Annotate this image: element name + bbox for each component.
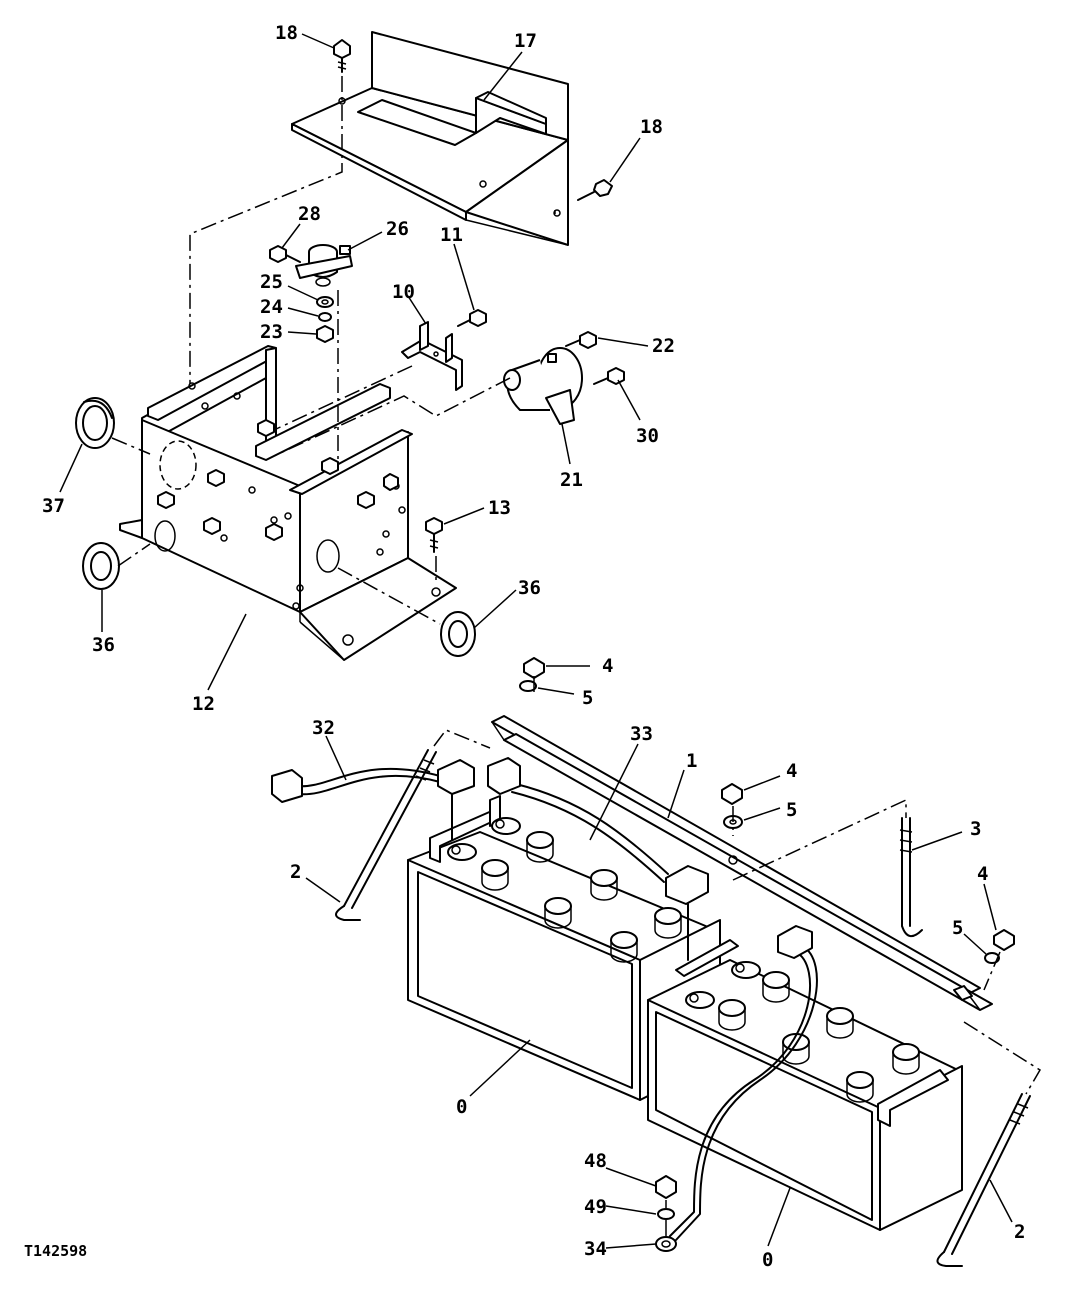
cable-34 bbox=[655, 925, 818, 1252]
callout-37: 37 bbox=[42, 495, 65, 517]
terminal-clamps-front bbox=[685, 961, 761, 1009]
callout-26: 26 bbox=[386, 218, 409, 240]
callout-34: 34 bbox=[584, 1238, 607, 1260]
callout-22: 22 bbox=[652, 335, 675, 357]
terminal-clamps-rear bbox=[447, 817, 521, 861]
nut-4-top bbox=[523, 657, 545, 679]
callout-2-right: 2 bbox=[1014, 1221, 1025, 1243]
washer-49 bbox=[657, 1208, 675, 1220]
callout-48: 48 bbox=[584, 1150, 607, 1172]
grommet-37 bbox=[75, 397, 115, 449]
callout-21: 21 bbox=[560, 469, 583, 491]
callout-4-mid: 4 bbox=[786, 760, 797, 782]
cap-screw-28 bbox=[269, 245, 301, 263]
battery-box-12 bbox=[119, 345, 457, 661]
callout-12: 12 bbox=[192, 693, 215, 715]
washer-5-right bbox=[984, 952, 1000, 964]
cap-screw-18-side bbox=[577, 179, 613, 201]
callout-32: 32 bbox=[312, 717, 335, 739]
callout-28: 28 bbox=[298, 203, 321, 225]
nut-4-mid bbox=[721, 783, 743, 805]
cap-screw-11 bbox=[457, 309, 487, 327]
callout-1: 1 bbox=[686, 750, 697, 772]
assembly-lines bbox=[111, 76, 1042, 1236]
callout-4-right: 4 bbox=[977, 863, 988, 885]
cap-screw-18-top bbox=[333, 39, 351, 73]
nut-48 bbox=[655, 1175, 677, 1199]
nut-23 bbox=[316, 325, 334, 343]
callout-33: 33 bbox=[630, 723, 653, 745]
callout-0-front: 0 bbox=[762, 1249, 773, 1271]
lock-washer-24 bbox=[318, 312, 332, 322]
grommet-36-right bbox=[440, 611, 476, 657]
callout-2-left: 2 bbox=[290, 861, 301, 883]
callout-30: 30 bbox=[636, 425, 659, 447]
hold-down-rod-3 bbox=[899, 817, 923, 937]
callout-24: 24 bbox=[260, 296, 283, 318]
callout-labels: 18 17 18 28 26 25 24 23 11 10 22 30 21 3… bbox=[42, 22, 1025, 1271]
callout-10: 10 bbox=[392, 281, 415, 303]
callout-25: 25 bbox=[260, 271, 283, 293]
callout-18-side: 18 bbox=[640, 116, 663, 138]
callout-4-top: 4 bbox=[602, 655, 613, 677]
cell-caps-rear bbox=[481, 831, 682, 963]
nut-4-right bbox=[993, 929, 1015, 951]
callout-3: 3 bbox=[970, 818, 981, 840]
cap-screw-30 bbox=[593, 367, 625, 385]
callout-36-left: 36 bbox=[92, 634, 115, 656]
callout-5-top: 5 bbox=[582, 687, 593, 709]
callout-5-right: 5 bbox=[952, 917, 963, 939]
callout-23: 23 bbox=[260, 321, 283, 343]
callout-11: 11 bbox=[440, 224, 463, 246]
bracket-10 bbox=[401, 321, 463, 391]
washer-25 bbox=[316, 296, 334, 308]
callout-36-right: 36 bbox=[518, 577, 541, 599]
cell-caps-front bbox=[718, 971, 920, 1103]
washer-5-top bbox=[519, 680, 537, 692]
grommet-36-left bbox=[82, 542, 120, 590]
cable-33 bbox=[487, 757, 709, 961]
callout-17: 17 bbox=[514, 30, 537, 52]
callout-49: 49 bbox=[584, 1196, 607, 1218]
callout-18-top: 18 bbox=[275, 22, 298, 44]
cable-32 bbox=[271, 759, 475, 841]
relay-21 bbox=[503, 347, 583, 425]
leader-lines bbox=[59, 33, 1013, 1249]
cover-17 bbox=[291, 31, 569, 246]
callout-5-mid: 5 bbox=[786, 799, 797, 821]
hold-down-bar-1 bbox=[491, 715, 993, 1011]
cap-screw-22 bbox=[565, 331, 597, 349]
solenoid-26 bbox=[295, 244, 353, 287]
callout-13: 13 bbox=[488, 497, 511, 519]
battery-0-front bbox=[647, 939, 963, 1231]
cap-screw-13 bbox=[425, 517, 443, 553]
callout-0-rear: 0 bbox=[456, 1096, 467, 1118]
hold-down-rod-2-right bbox=[936, 1093, 1031, 1267]
figure-id: T142598 bbox=[24, 1242, 87, 1260]
